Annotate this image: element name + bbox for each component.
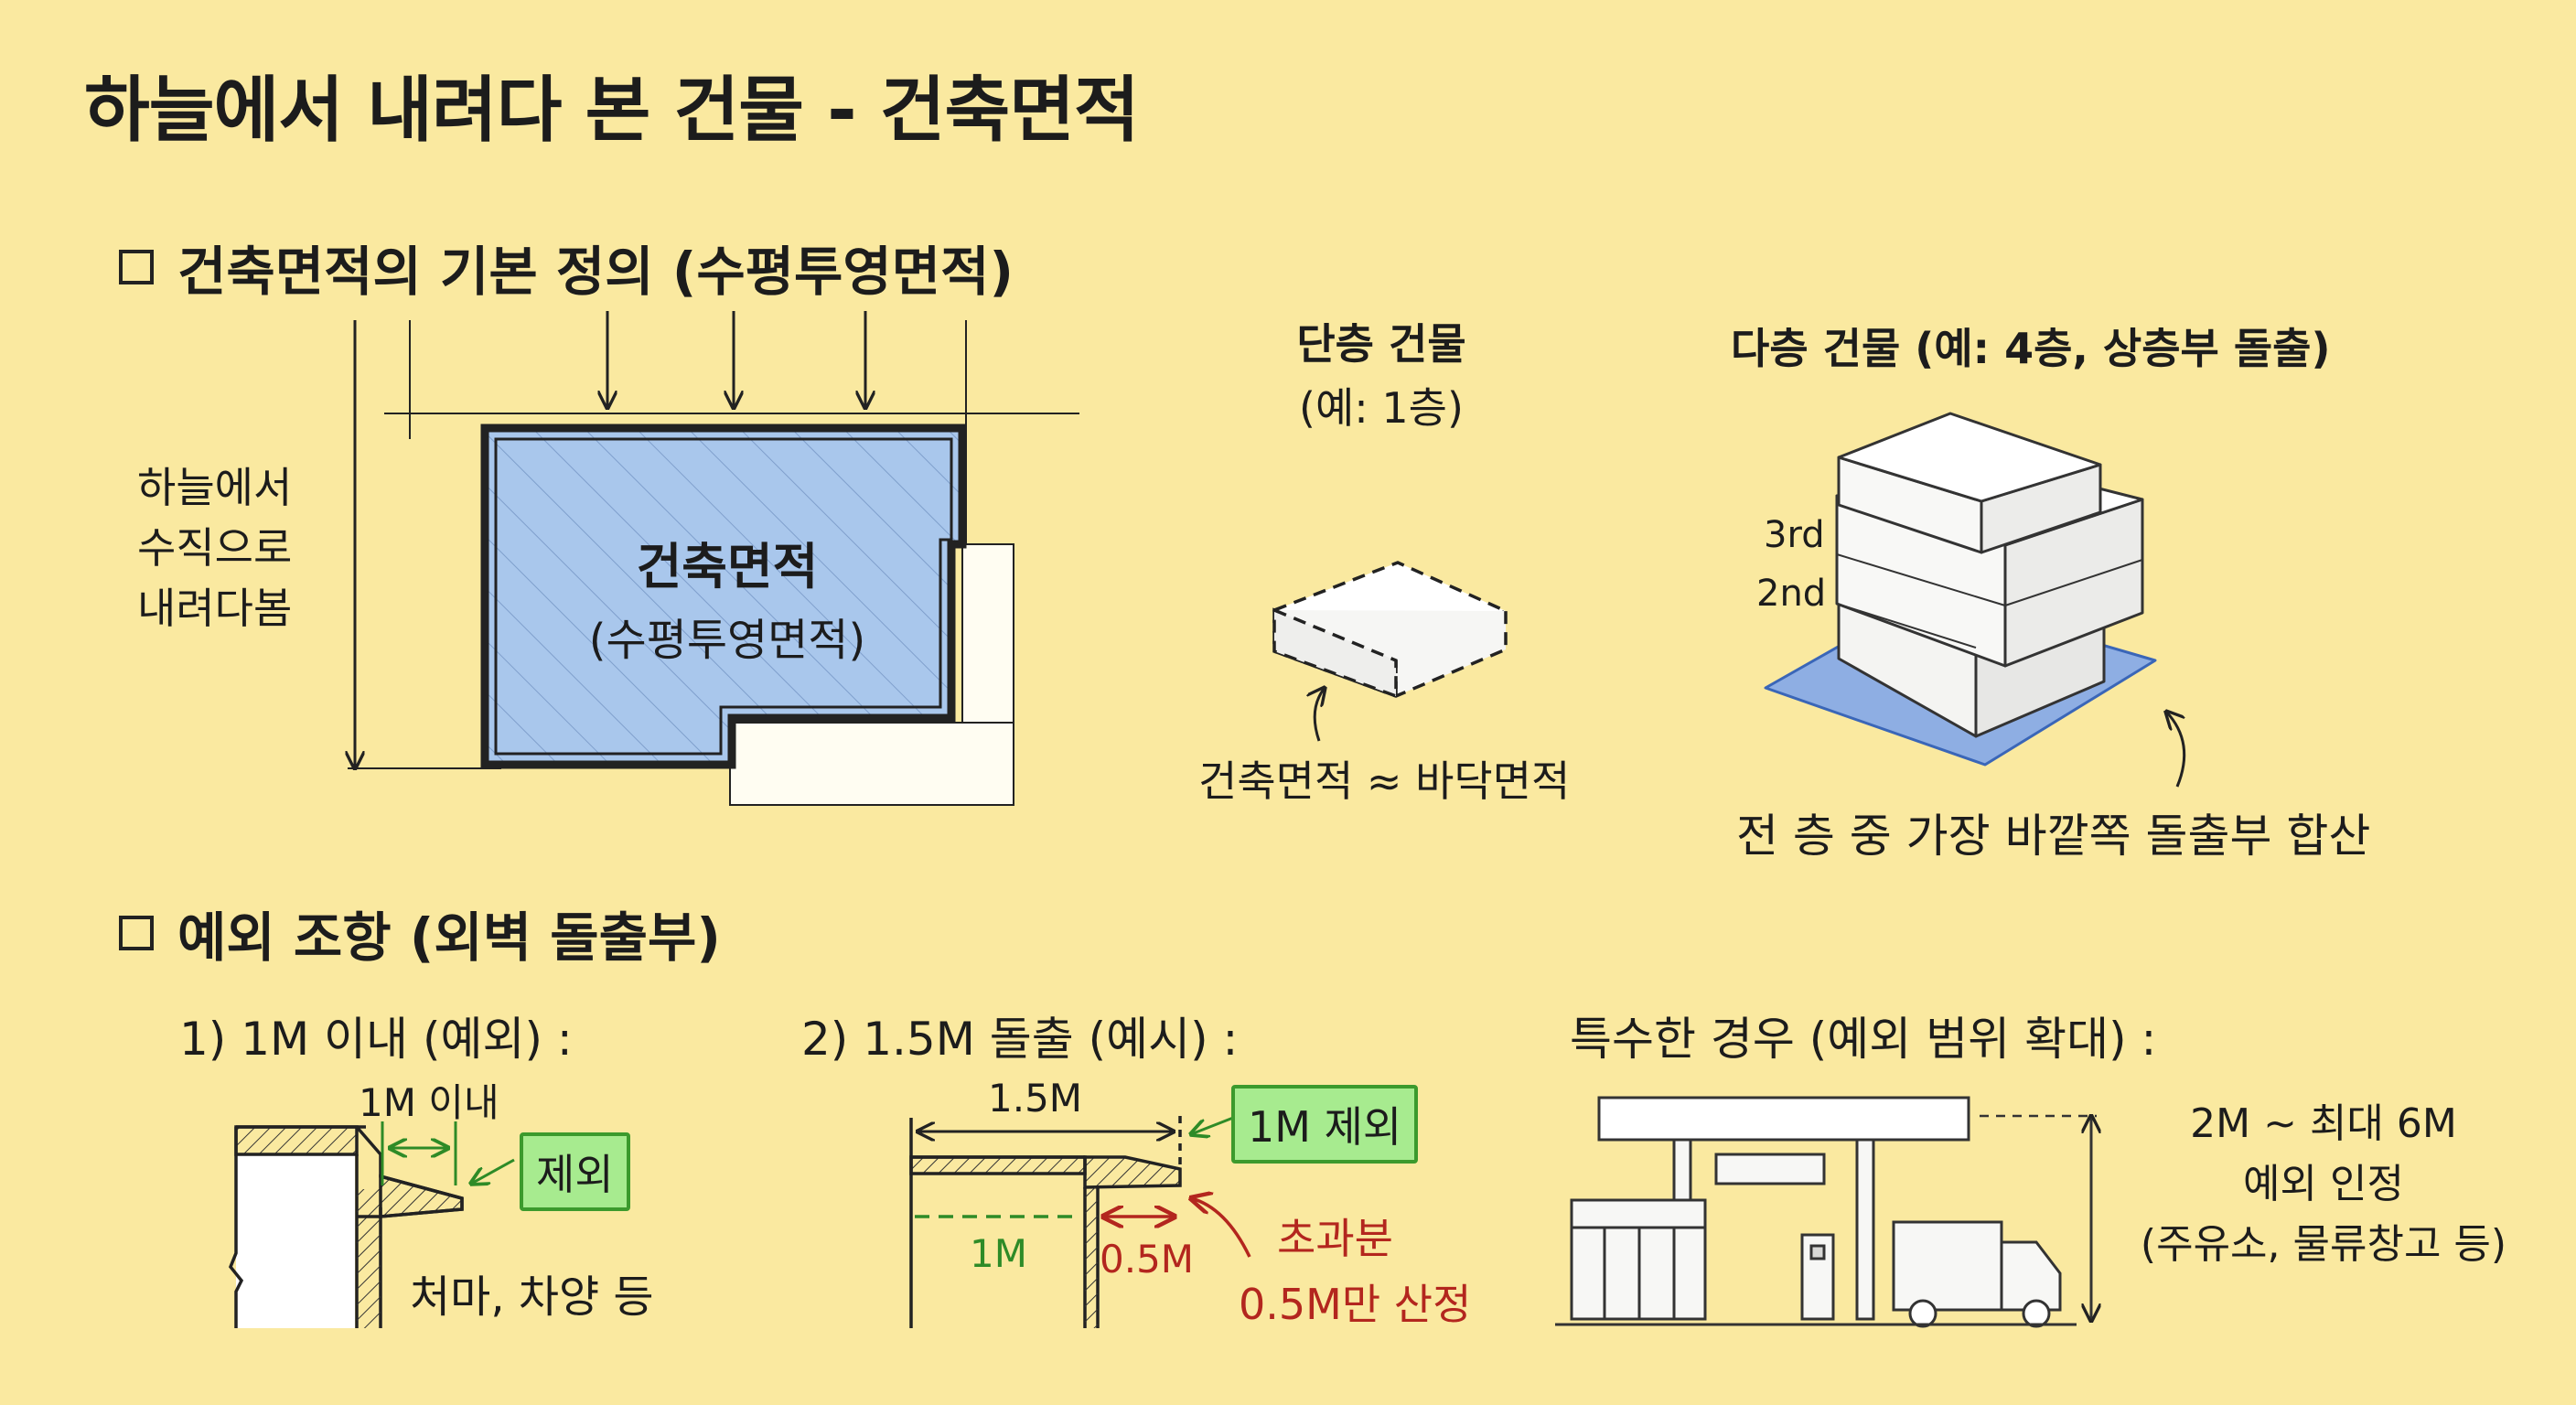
- case3-note-line: (주유소, 물류창고 등): [2140, 1221, 2507, 1268]
- case2-eave-drawing: [909, 1116, 1182, 1328]
- floor-label-2nd: 2nd: [1756, 573, 1827, 615]
- floor-label-3rd: 3rd: [1764, 514, 1825, 556]
- section2-heading-text: 예외 조항 (외벽 돌출부): [177, 906, 721, 969]
- multi-story-caption: 전 층 중 가장 바깥쪽 돌출부 합산: [1736, 810, 2371, 863]
- case1-excluded-tag: 제외: [520, 1132, 630, 1211]
- section2-heading: 예외 조항 (외벽 돌출부): [119, 895, 721, 971]
- gas-station-drawing: [1555, 1096, 2077, 1328]
- case3-note: 2M ~ 최대 6M 예외 인정 (주유소, 물류창고 등): [2095, 1094, 2552, 1275]
- case3-heading: 특수한 경우 (예외 범위 확대) :: [1570, 1013, 2157, 1066]
- single-story-heading: 단층 건물: [1296, 319, 1466, 369]
- single-story-caption: 건축면적 ≈ 바닥면적: [1198, 756, 1571, 806]
- case2-total-dim-label: 1.5M: [988, 1076, 1083, 1121]
- section1-heading-text: 건축면적의 기본 정의 (수평투영면적): [177, 241, 1014, 303]
- sky-label: 하늘에서 수직으로 내려다봄: [137, 457, 293, 638]
- case1-dim-label: 1M 이내: [359, 1080, 499, 1125]
- case2-heading: 2) 1.5M 돌출 (예시) :: [801, 1013, 1239, 1066]
- tag-arrow: [1191, 1116, 1234, 1134]
- note-arrow: [1191, 1198, 1251, 1258]
- area-sub-label: (수평투영면적): [588, 615, 866, 666]
- checkbox-icon: [119, 250, 154, 284]
- section1-heading: 건축면적의 기본 정의 (수평투영면적): [119, 229, 1014, 306]
- case2-excluded-dim-label: 1M: [970, 1231, 1027, 1276]
- sky-label-line: 수직으로: [137, 523, 293, 573]
- tag-arrow: [471, 1158, 515, 1184]
- caption-arrow: [1315, 688, 1325, 742]
- checkbox-icon: [119, 916, 154, 950]
- case2-excess-dim-label: 0.5M: [1100, 1237, 1195, 1282]
- multi-story-heading: 다층 건물 (예: 4층, 상층부 돌출): [1731, 324, 2331, 373]
- sky-label-line: 하늘에서: [137, 463, 293, 512]
- case2-excluded-tag: 1M 제외: [1231, 1085, 1419, 1164]
- case2-note-line2: 0.5M만 산정: [1239, 1280, 1472, 1329]
- single-story-box: [1270, 561, 1510, 699]
- sky-label-line: 내려다봄: [137, 584, 293, 633]
- caption-arrow: [2166, 712, 2186, 788]
- case3-note-line: 2M ~ 최대 6M: [2190, 1100, 2457, 1147]
- case1-eave-drawing: [228, 1125, 464, 1328]
- multi-story-building: [1764, 412, 2157, 767]
- plan-view: [348, 311, 1079, 806]
- case1-heading: 1) 1M 이내 (예외) :: [179, 1013, 573, 1066]
- case3-note-line: 예외 인정: [2243, 1161, 2404, 1207]
- single-story-sub: (예: 1층): [1299, 383, 1464, 433]
- page-title: 하늘에서 내려다 본 건물 - 건축면적: [84, 70, 1140, 152]
- case2-note-line1: 초과분: [1277, 1214, 1393, 1263]
- area-label: 건축면적: [636, 538, 819, 595]
- building-side: [729, 722, 1014, 806]
- case1-caption: 처마, 차양 등: [410, 1271, 654, 1323]
